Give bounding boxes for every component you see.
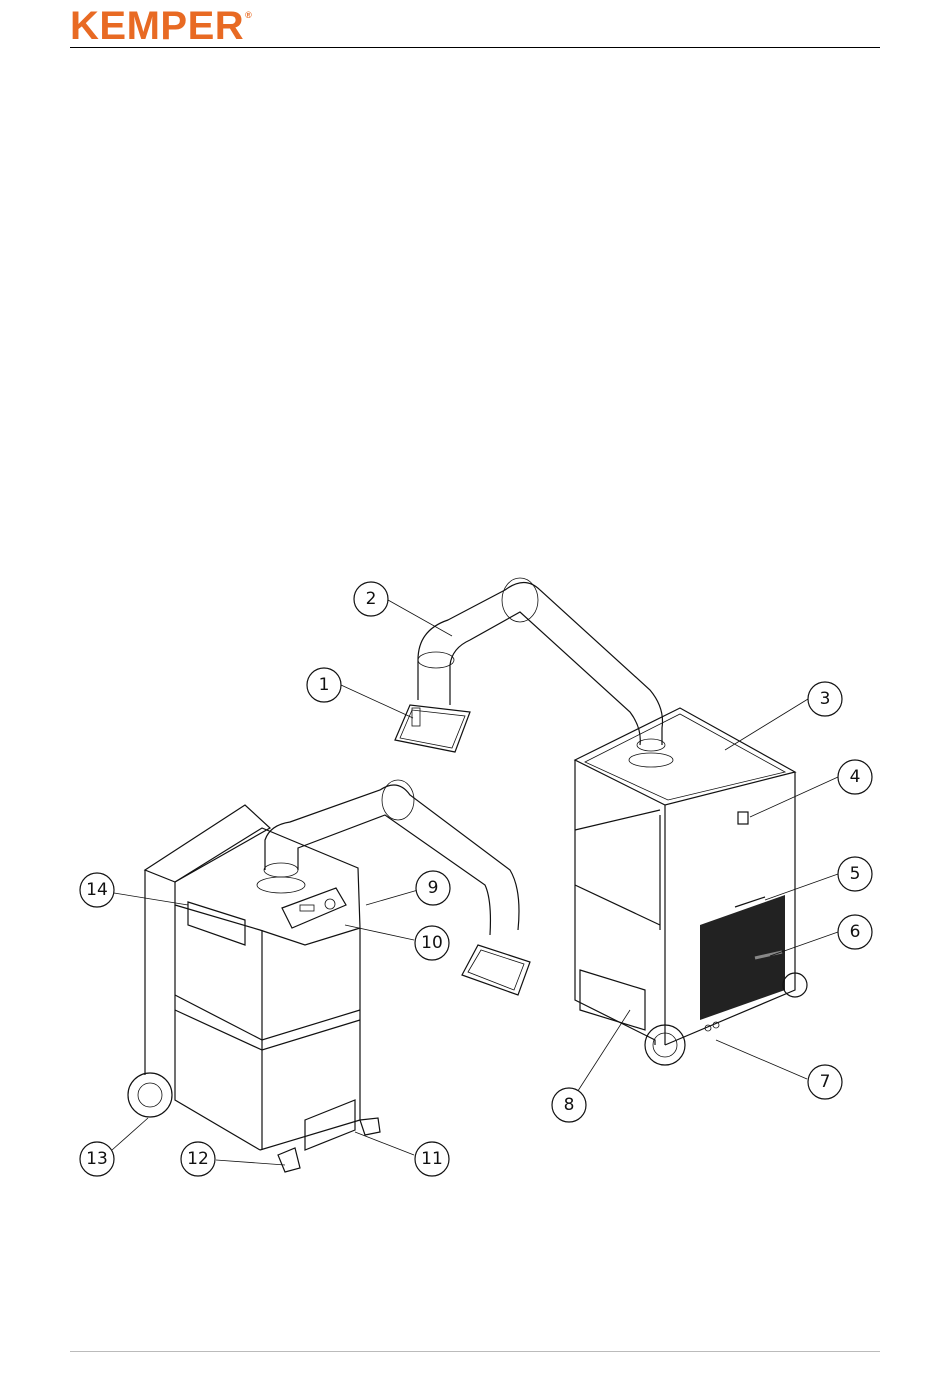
callout-5: 5 (838, 857, 872, 891)
callout-12: 12 (181, 1142, 215, 1176)
callout-7-label: 7 (820, 1072, 831, 1092)
callout-1-label: 1 (319, 675, 330, 695)
callout-2: 2 (354, 582, 388, 616)
callout-7: 7 (808, 1065, 842, 1099)
callout-13: 13 (80, 1142, 114, 1176)
callout-3: 3 (808, 682, 842, 716)
callout-4: 4 (838, 760, 872, 794)
callout-4-label: 4 (850, 767, 861, 787)
left-unit (128, 780, 530, 1172)
callout-1: 1 (307, 668, 341, 702)
callout-11: 11 (415, 1142, 449, 1176)
callout-14: 14 (80, 873, 114, 907)
callout-3-label: 3 (820, 689, 831, 709)
leader-lines (112, 600, 838, 1165)
callout-9-label: 9 (428, 878, 439, 898)
callout-11-label: 11 (421, 1149, 443, 1169)
callout-12-label: 12 (187, 1149, 209, 1169)
footer-rule (70, 1351, 880, 1352)
callout-5-label: 5 (850, 864, 861, 884)
callout-10: 10 (415, 926, 449, 960)
callout-10-label: 10 (421, 933, 443, 953)
callout-13-label: 13 (86, 1149, 108, 1169)
callout-2-label: 2 (366, 589, 377, 609)
callout-8: 8 (552, 1088, 586, 1122)
callout-14-label: 14 (86, 880, 108, 900)
right-unit (395, 578, 807, 1065)
callout-9: 9 (416, 871, 450, 905)
callout-6-label: 6 (850, 922, 861, 942)
callout-6: 6 (838, 915, 872, 949)
callout-8-label: 8 (564, 1095, 575, 1115)
